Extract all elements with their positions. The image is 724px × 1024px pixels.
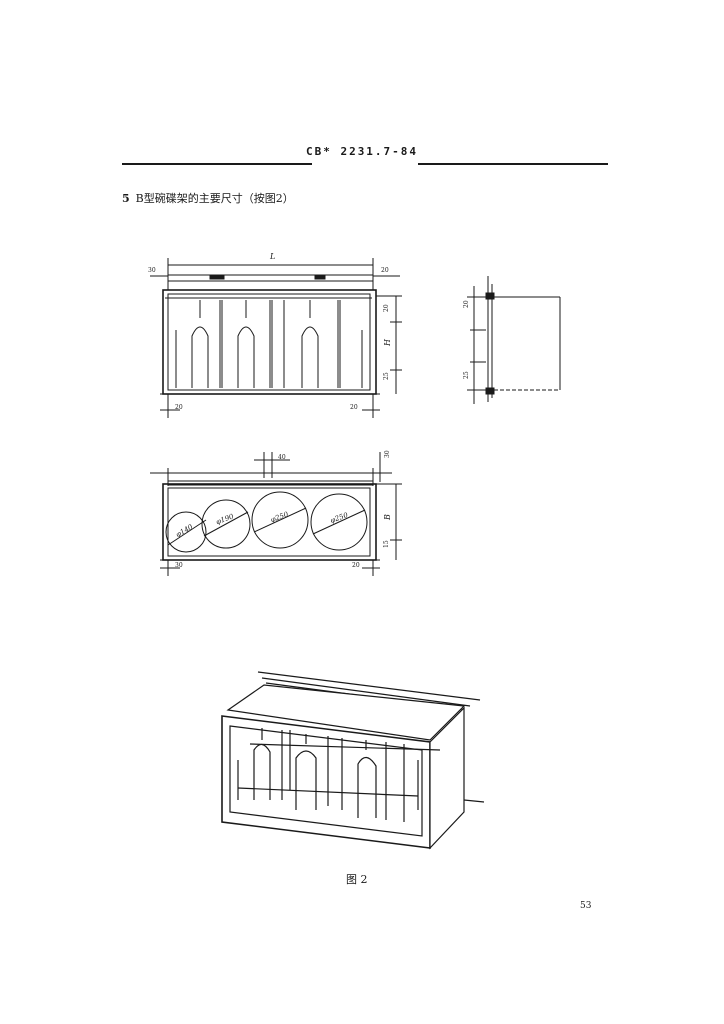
isometric-view [221,671,485,850]
plan-dim-right-bottom: 20 [352,562,360,569]
side-view: 20 25 [463,276,561,404]
front-dim-right-lower: 25 [383,372,390,380]
front-dim-right-upper: 20 [383,304,390,312]
plan-circle-label-4: φ250 [329,511,349,525]
figure-caption: 图 2 [346,873,368,886]
section-heading: 5 B型碗碟架的主要尺寸（按图2） [122,190,294,206]
plan-dim-left-bottom: 30 [175,562,183,569]
front-dim-L: L [269,252,275,261]
plan-dim-slot: 40 [278,454,286,461]
plan-view: 40 30 30 20 B 15 φ140 φ190 φ250 φ250 [150,450,402,576]
section-title: B型碗碟架的主要尺寸（按图2） [135,192,294,205]
side-dim-upper: 20 [463,300,470,308]
front-dim-right-bottom: 20 [350,404,358,411]
plan-circle-label-3: φ250 [270,510,290,524]
side-dim-lower: 25 [463,371,470,379]
plan-dim-right-lower: 15 [383,540,390,548]
header-rule-right [418,163,608,165]
plan-dim-right-top: 30 [384,450,391,458]
front-view: L 30 20 20 20 [148,252,402,418]
page-number: 53 [580,901,592,911]
plan-circle-label-1: φ140 [174,523,194,539]
section-number: 5 [122,192,130,205]
front-dim-left-top: 30 [148,267,156,274]
front-dim-H: H [383,338,392,347]
front-dim-left-bottom: 20 [175,404,183,411]
standard-header: CB* 2231.7-84 [305,145,419,158]
header-rule-left [122,163,312,165]
front-dim-right-top: 20 [381,267,389,274]
plan-dim-B: B [383,514,392,521]
